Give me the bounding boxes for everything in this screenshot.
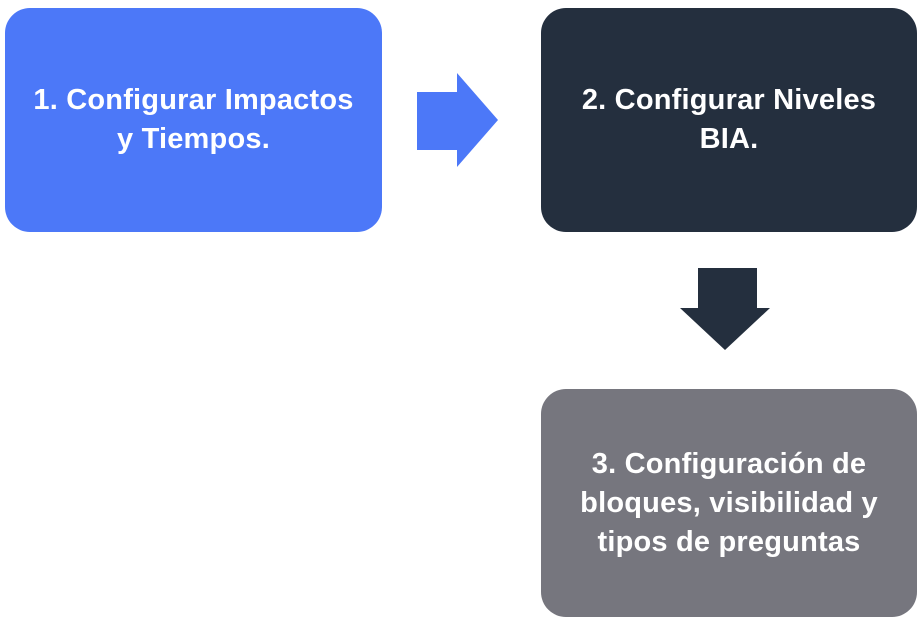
step-2-box: 2. Configurar Niveles BIA.	[541, 8, 917, 232]
step-1-line: 1. Configurar Impactos	[33, 84, 354, 116]
step-3-line: bloques, visibilidad y	[580, 486, 878, 519]
step-2-line: BIA.	[699, 123, 759, 155]
step-1-label: 1. Configurar Impactos y Tiempos.	[33, 81, 353, 159]
step-1-box: 1. Configurar Impactos y Tiempos.	[5, 8, 382, 232]
step-3-line: 3. Configuración de	[591, 447, 867, 480]
arrow-down-icon	[680, 268, 770, 350]
step-3-box: 3. Configuración de bloques, visibilidad…	[541, 389, 917, 617]
step-3-line: tipos de preguntas	[597, 525, 861, 558]
arrow-right-icon	[417, 73, 498, 167]
step-2-line: 2. Configurar Niveles	[581, 84, 877, 116]
step-2-label: 2. Configurar Niveles BIA.	[582, 81, 876, 159]
step-1-line: y Tiempos.	[117, 123, 270, 155]
step-3-label: 3. Configuración de bloques, visibilidad…	[580, 445, 878, 562]
